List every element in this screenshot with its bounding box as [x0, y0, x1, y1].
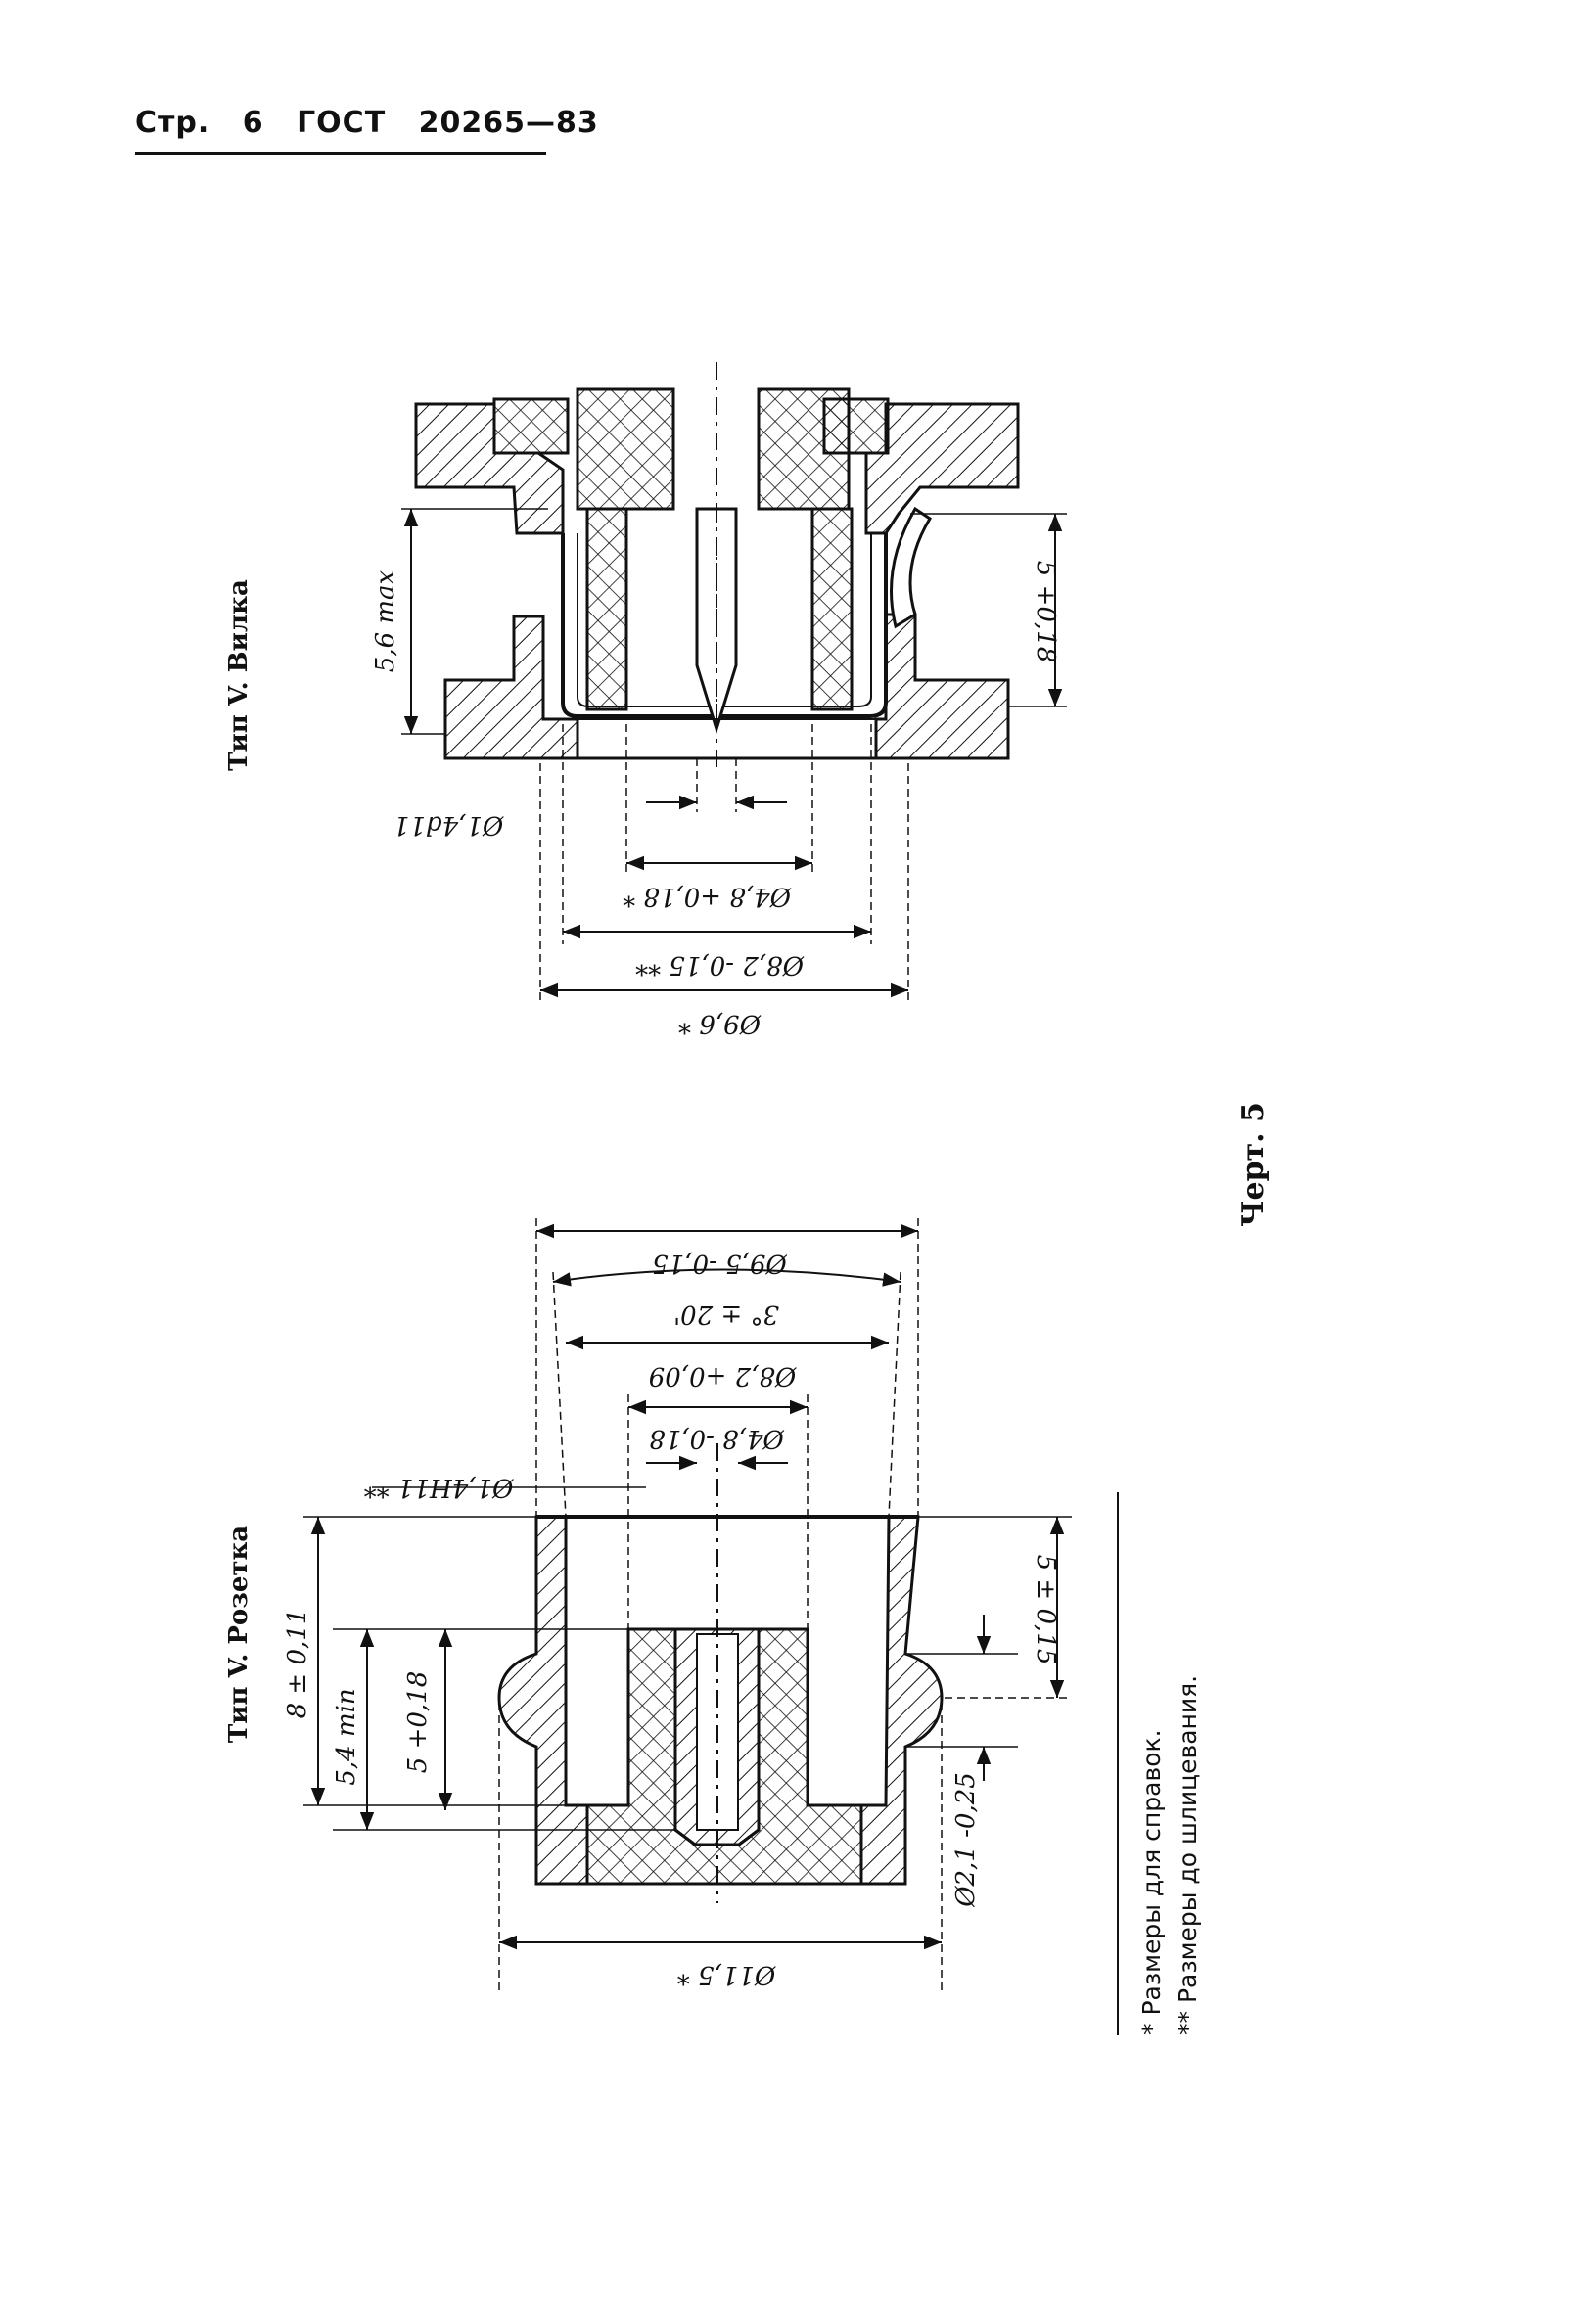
socket-dim-ring-position: 5 ± 0,15: [1031, 1555, 1060, 1665]
figure-caption: Черт. 5: [1236, 1102, 1271, 1227]
plug-insulator-wall-right: [810, 507, 854, 711]
socket-dim-outer-diameter: Ø9,5 -0,15: [652, 1249, 788, 1278]
socket-shell-left: [497, 1515, 589, 1886]
plug-insulator-wall-left: [585, 507, 628, 711]
socket-dim-insulator-diameter: Ø4,8 -0,18: [649, 1424, 785, 1453]
socket-dim-ring-diameter: Ø2,1 -0,25: [951, 1772, 981, 1908]
page-label: Стр.: [135, 106, 210, 140]
socket-dim-min-depth: 5,4 min: [332, 1688, 361, 1785]
socket-dim-inner-diameter: Ø8,2 +0,09: [649, 1361, 798, 1390]
socket-drawing: Ø9,5 -0,15 3° ± 20' Ø8,2 +0,09 Ø4,8 -0,1…: [224, 1218, 1072, 1991]
standard-label: ГОСТ: [297, 106, 387, 140]
plug-dim-inner-diameter: Ø4,8 +0,18 *: [623, 882, 792, 911]
plug-base: [443, 615, 579, 760]
plug-title: Тип V. Вилка: [224, 579, 254, 771]
plug-top-insert-left: [492, 397, 570, 455]
header-rule: [135, 152, 546, 155]
plug-dim-height-5: 5 +0,18: [1031, 561, 1060, 662]
plug-insulator-right: [757, 387, 851, 511]
socket-dim-taper-angle: 3° ± 20': [673, 1299, 779, 1329]
plug-drawing: 5,6 max 5 +0,18 Ø1,4d11 Ø4,8 +0,18 * Ø8,…: [224, 362, 1067, 1038]
plug-spring-contact: [890, 506, 933, 629]
page-number: 6: [242, 106, 264, 140]
footnote-slotting: ** Размеры до шлицевания.: [1174, 1675, 1202, 2035]
socket-dim-contact-depth: 5 +0,18: [403, 1671, 433, 1773]
footnote-reference: * Размеры для справок.: [1137, 1729, 1166, 2035]
plug-dim-height-5-6: 5,6 max: [371, 570, 400, 672]
socket-title: Тип V. Розетка: [224, 1526, 254, 1743]
socket-dim-height-8: 8 ± 0,11: [283, 1609, 312, 1719]
standard-number: 20265—83: [418, 106, 599, 140]
plug-dim-outer-diameter: Ø9,6 *: [678, 1009, 762, 1038]
page-header: Стр. 6 ГОСТ 20265—83: [135, 106, 621, 140]
socket-dim-ring-outer-diameter: Ø11,5 *: [677, 1960, 776, 1989]
socket-dim-pin-hole-diameter: Ø1,4H11 **: [364, 1473, 515, 1502]
plug-dim-shell-diameter: Ø8,2 -0,15 **: [635, 950, 805, 980]
plug-dim-pin-diameter: Ø1,4d11: [393, 810, 504, 840]
socket-shell-right: [859, 1515, 944, 1886]
plug-insulator-left: [576, 387, 675, 511]
plug-base-right: [874, 613, 1010, 760]
